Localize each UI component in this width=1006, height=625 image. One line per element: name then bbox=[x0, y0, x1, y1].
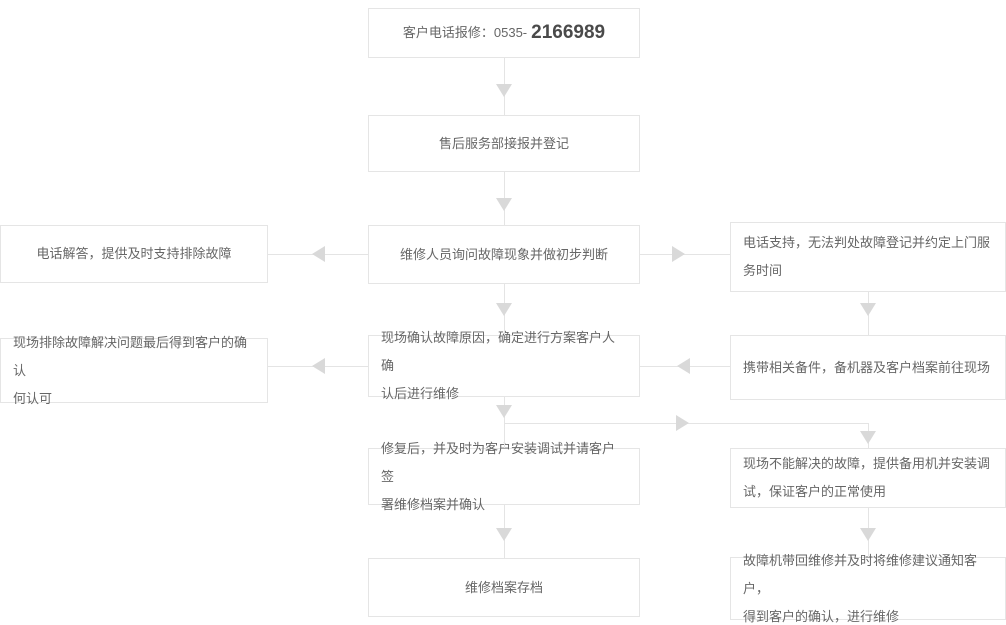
node-label: 客户电话报修：0535- bbox=[402, 25, 528, 40]
connector-line bbox=[640, 254, 730, 255]
node-label: 电话支持，无法判处故障登记并约定上门服 务时间 bbox=[743, 235, 991, 278]
arrow-down-icon bbox=[496, 528, 512, 541]
node-label: 携带相关备件，备机器及客户档案前往现场 bbox=[743, 359, 991, 375]
node-inquiry: 维修人员询问故障现象并做初步判断 bbox=[368, 225, 640, 284]
node-backup-machine: 现场不能解决的故障，提供备用机并安装调 试，保证客户的正常使用 bbox=[730, 448, 1006, 508]
arrow-down-icon bbox=[496, 198, 512, 211]
phone-number: 2166989 bbox=[531, 22, 606, 43]
node-phone-answer: 电话解答，提供及时支持排除故障 bbox=[0, 225, 268, 283]
node-bring-back: 故障机带回维修并及时将维修建议通知客户， 得到客户的确认，进行维修 bbox=[730, 553, 1006, 624]
arrow-right-icon bbox=[672, 246, 685, 262]
node-register: 售后服务部接报并登记 bbox=[368, 115, 640, 172]
node-label: 电话解答，提供及时支持排除故障 bbox=[36, 246, 232, 261]
arrow-down-icon bbox=[496, 303, 512, 316]
node-label: 维修人员询问故障现象并做初步判断 bbox=[399, 246, 608, 262]
node-label: 修复后，并及时为客户安装调试并请客户签 署维修档案并确认 bbox=[381, 440, 616, 512]
arrow-left-icon bbox=[677, 358, 690, 374]
node-onsite-confirm: 现场确认故障原因，确定进行方案客户人确 认后进行维修 bbox=[368, 330, 640, 401]
arrow-down-icon bbox=[496, 84, 512, 97]
arrow-left-icon bbox=[312, 358, 325, 374]
arrow-down-icon bbox=[860, 431, 876, 444]
node-label: 现场确认故障原因，确定进行方案客户人确 认后进行维修 bbox=[381, 330, 616, 401]
node-phone-support: 电话支持，无法判处故障登记并约定上门服 务时间 bbox=[730, 222, 1006, 292]
node-label: 现场排除故障解决问题最后得到客户的确认 何认可 bbox=[13, 334, 248, 406]
node-archive: 维修档案存档 bbox=[368, 558, 640, 617]
node-label: 售后服务部接报并登记 bbox=[438, 135, 569, 151]
arrow-right-icon bbox=[676, 415, 689, 431]
node-label: 维修档案存档 bbox=[464, 579, 543, 595]
arrow-down-icon bbox=[860, 528, 876, 541]
arrow-down-icon bbox=[496, 405, 512, 418]
node-customer-call: 客户电话报修：0535-2166989 bbox=[368, 8, 640, 58]
arrow-left-icon bbox=[312, 246, 325, 262]
node-repair-install: 修复后，并及时为客户安装调试并请客户签 署维修档案并确认 bbox=[368, 441, 640, 512]
node-label: 现场不能解决的故障，提供备用机并安装调 试，保证客户的正常使用 bbox=[743, 456, 991, 499]
arrow-down-icon bbox=[860, 303, 876, 316]
node-bring-parts: 携带相关备件，备机器及客户档案前往现场 bbox=[730, 335, 1006, 400]
connector-line bbox=[504, 397, 505, 448]
node-label: 故障机带回维修并及时将维修建议通知客户， 得到客户的确认，进行维修 bbox=[743, 552, 978, 624]
node-onsite-resolve: 现场排除故障解决问题最后得到客户的确认 何认可 bbox=[0, 335, 268, 406]
